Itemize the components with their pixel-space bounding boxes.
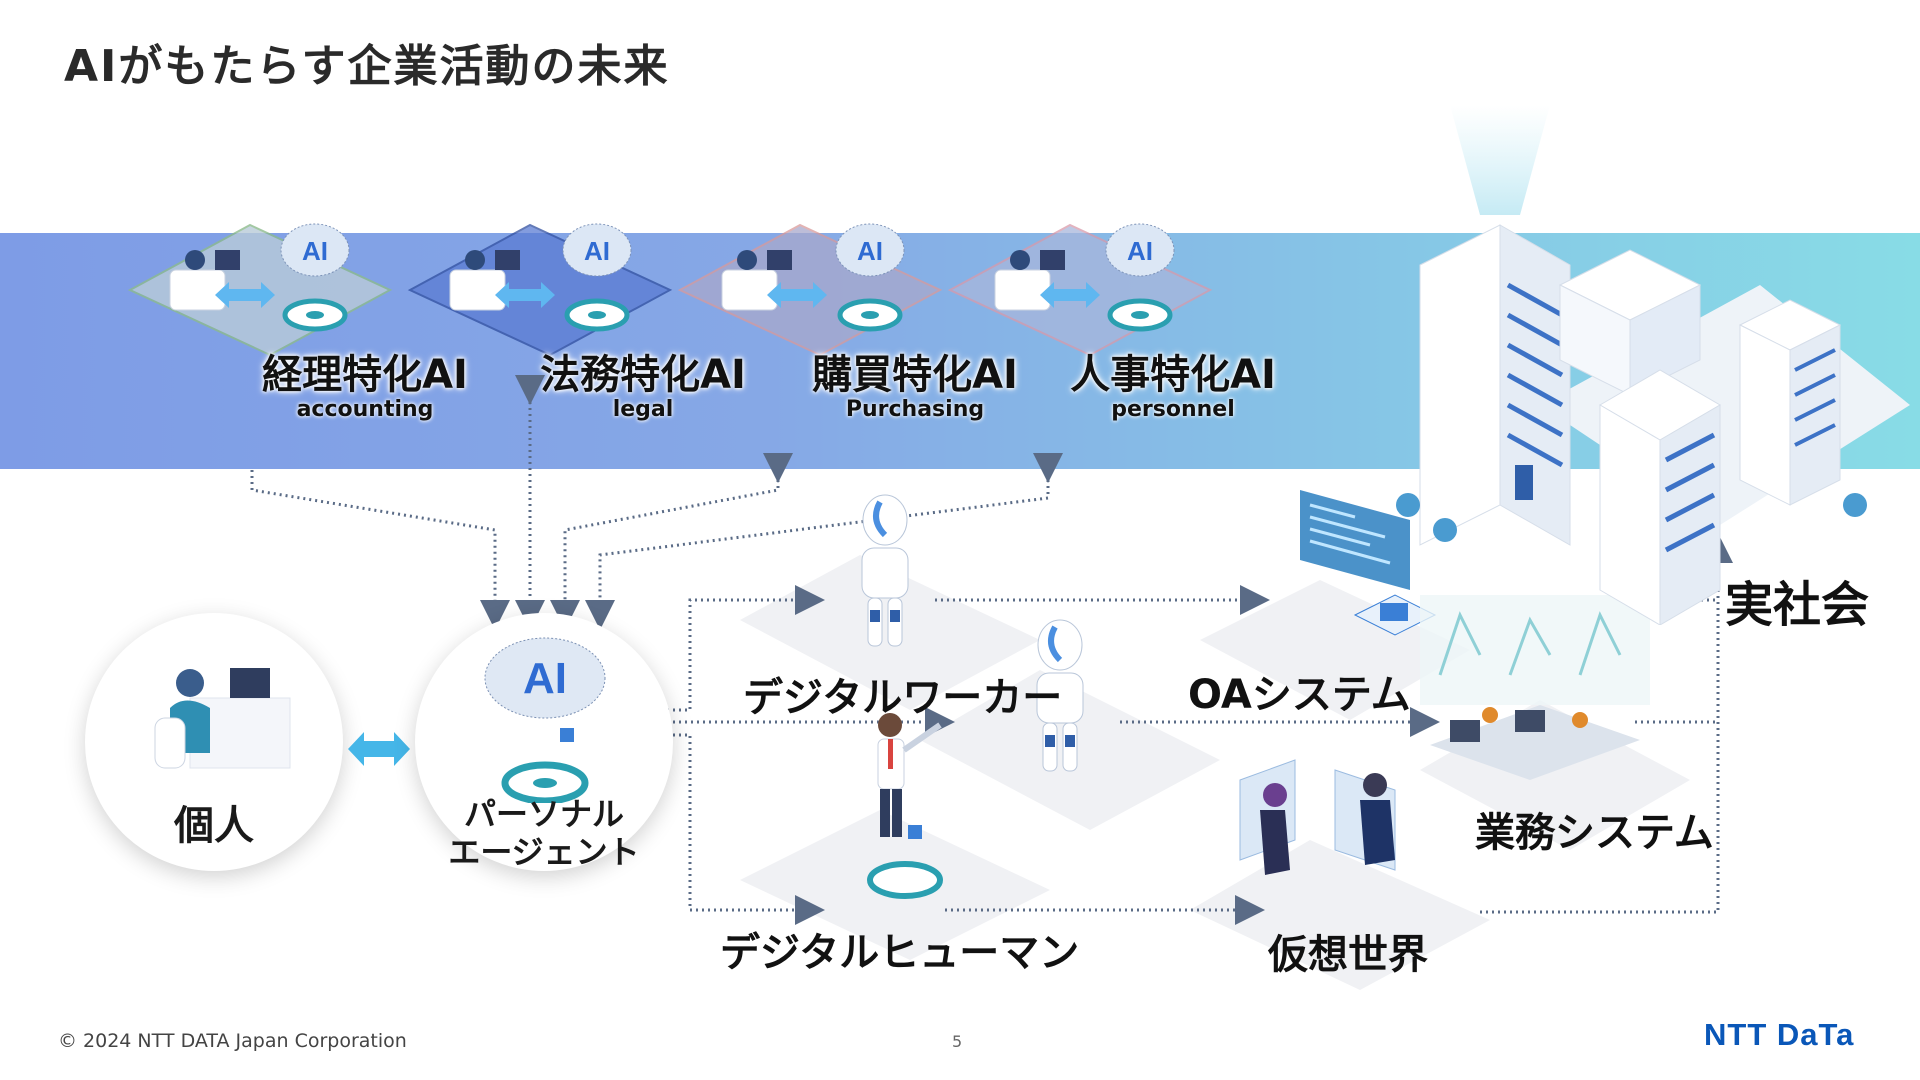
bidirectional-arrow-icon <box>1040 282 1100 308</box>
worker-desk-icon <box>169 250 240 311</box>
oa-system-label: OAシステム <box>1188 672 1411 718</box>
ai-brain-icon: AI <box>835 223 905 332</box>
business-system-label: 業務システム <box>1475 810 1714 856</box>
ai-brain-icon: AI <box>484 637 606 803</box>
bidirectional-arrow-icon <box>495 282 555 308</box>
real-society-label: 実社会 <box>1725 577 1870 633</box>
person-at-desk-icon <box>154 668 291 769</box>
agent-label: パーソナル エージェント <box>415 795 673 871</box>
page-title: AIがもたらす企業活動の未来 <box>64 41 670 92</box>
copyright: © 2024 NTT DATA Japan Corporation <box>58 1030 407 1052</box>
digital-worker-label: デジタルワーカー <box>743 675 1063 721</box>
bidirectional-arrow-icon <box>767 282 827 308</box>
specialized-ai-english: accounting <box>296 397 434 422</box>
nttdata-logo: NTT DaTa <box>1704 1017 1855 1052</box>
digital-human-label: デジタルヒューマン <box>720 930 1080 976</box>
ai-brain-icon: AI <box>562 223 632 332</box>
bidirectional-arrow-icon <box>348 732 410 766</box>
bidirectional-arrow-icon <box>215 282 275 308</box>
factory-line-icon <box>1420 595 1650 780</box>
presenter-icon <box>867 713 943 899</box>
robot-icon <box>1036 619 1084 772</box>
agent-label-line1: パーソナル <box>463 795 624 833</box>
svg-text:AI: AI <box>857 236 883 266</box>
virtual-world-label: 仮想世界 <box>1268 932 1428 978</box>
specialized-ai-name: 購買特化AI <box>812 352 1018 398</box>
individual-node: 個人 <box>85 613 343 871</box>
holographic-screen-icon <box>1300 490 1437 636</box>
specialized-ai-name: 人事特化AI <box>1070 352 1276 398</box>
page-number: 5 <box>952 1032 963 1051</box>
specialized-ai-english: Purchasing <box>845 397 985 422</box>
svg-text:AI: AI <box>302 236 328 266</box>
city-buildings-icon <box>1396 105 1910 625</box>
vr-users-icon <box>1239 759 1396 875</box>
svg-text:AI: AI <box>584 236 610 266</box>
ai-brain-icon: AI <box>280 223 350 332</box>
agent-ai-badge: AI <box>523 654 567 703</box>
ai-brain-icon: AI <box>1105 223 1175 332</box>
specialized-ai-english: legal <box>612 397 674 422</box>
robot-icon <box>861 494 909 647</box>
worker-desk-icon <box>721 250 792 311</box>
connector-arrows <box>250 375 1733 925</box>
specialized-ai-name: 経理特化AI <box>262 352 468 398</box>
specialized-ai-english: personnel <box>1111 397 1235 422</box>
personal-agent-node: AI パーソナル エージェント <box>415 613 673 871</box>
agent-label-line2: エージェント <box>448 833 640 871</box>
svg-text:AI: AI <box>1127 236 1153 266</box>
specialized-ai-name: 法務特化AI <box>540 352 746 398</box>
individual-label: 個人 <box>174 803 254 849</box>
